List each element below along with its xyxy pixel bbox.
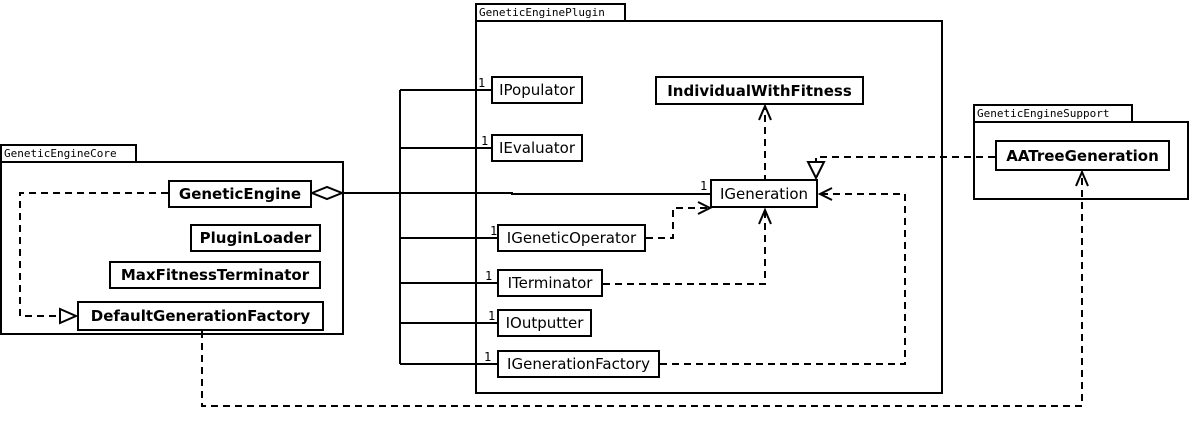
dependency-arrowhead-icon xyxy=(1075,169,1089,187)
class-plugin-loader[interactable]: PluginLoader xyxy=(190,224,321,252)
class-default-generation-factory[interactable]: DefaultGenerationFactory xyxy=(77,301,324,331)
class-iterminator[interactable]: ITerminator xyxy=(497,269,603,297)
class-genetic-engine[interactable]: GeneticEngine xyxy=(168,180,312,208)
dependency-arrowhead-icon xyxy=(817,187,833,201)
dependency-connector xyxy=(603,212,766,285)
multiplicity-label: 1 xyxy=(488,309,495,323)
multiplicity-label: 1 xyxy=(490,224,497,238)
class-aatree-generation[interactable]: AATreeGeneration xyxy=(995,140,1170,171)
dependency-arrowhead-icon xyxy=(758,207,772,225)
dependency-arrowhead-icon xyxy=(697,201,713,215)
package-tab-core: GeneticEngineCore xyxy=(0,144,137,163)
class-igenetic-operator[interactable]: IGeneticOperator xyxy=(497,224,646,252)
multiplicity-label: 1 xyxy=(478,76,485,90)
dependency-connector xyxy=(201,172,1083,407)
dependency-arrowhead-icon xyxy=(758,103,772,121)
package-plugin xyxy=(475,20,943,394)
dependency-connector xyxy=(646,207,710,239)
composition-connector xyxy=(342,89,710,365)
class-ioutputter[interactable]: IOutputter xyxy=(497,309,592,337)
multiplicity-label: 1 xyxy=(484,350,491,364)
class-individual-with-fitness[interactable]: IndividualWithFitness xyxy=(655,76,864,105)
realization-connector xyxy=(19,192,168,317)
multiplicity-label: 1 xyxy=(485,269,492,283)
realization-connector xyxy=(815,156,995,162)
class-ipopulator[interactable]: IPopulator xyxy=(491,76,583,104)
multiplicity-label: 1 xyxy=(700,179,707,193)
multiplicity-label: 1 xyxy=(481,134,488,148)
realization-arrowhead-icon xyxy=(59,307,79,325)
class-max-fitness-terminator[interactable]: MaxFitnessTerminator xyxy=(109,261,321,289)
class-igeneration[interactable]: IGeneration xyxy=(710,179,818,208)
package-core xyxy=(0,161,344,335)
realization-arrowhead-icon xyxy=(806,161,826,181)
dependency-connector xyxy=(660,193,906,365)
class-igeneration-factory[interactable]: IGenerationFactory xyxy=(497,350,660,378)
class-ievaluator[interactable]: IEvaluator xyxy=(491,134,583,162)
package-support xyxy=(973,121,1189,200)
